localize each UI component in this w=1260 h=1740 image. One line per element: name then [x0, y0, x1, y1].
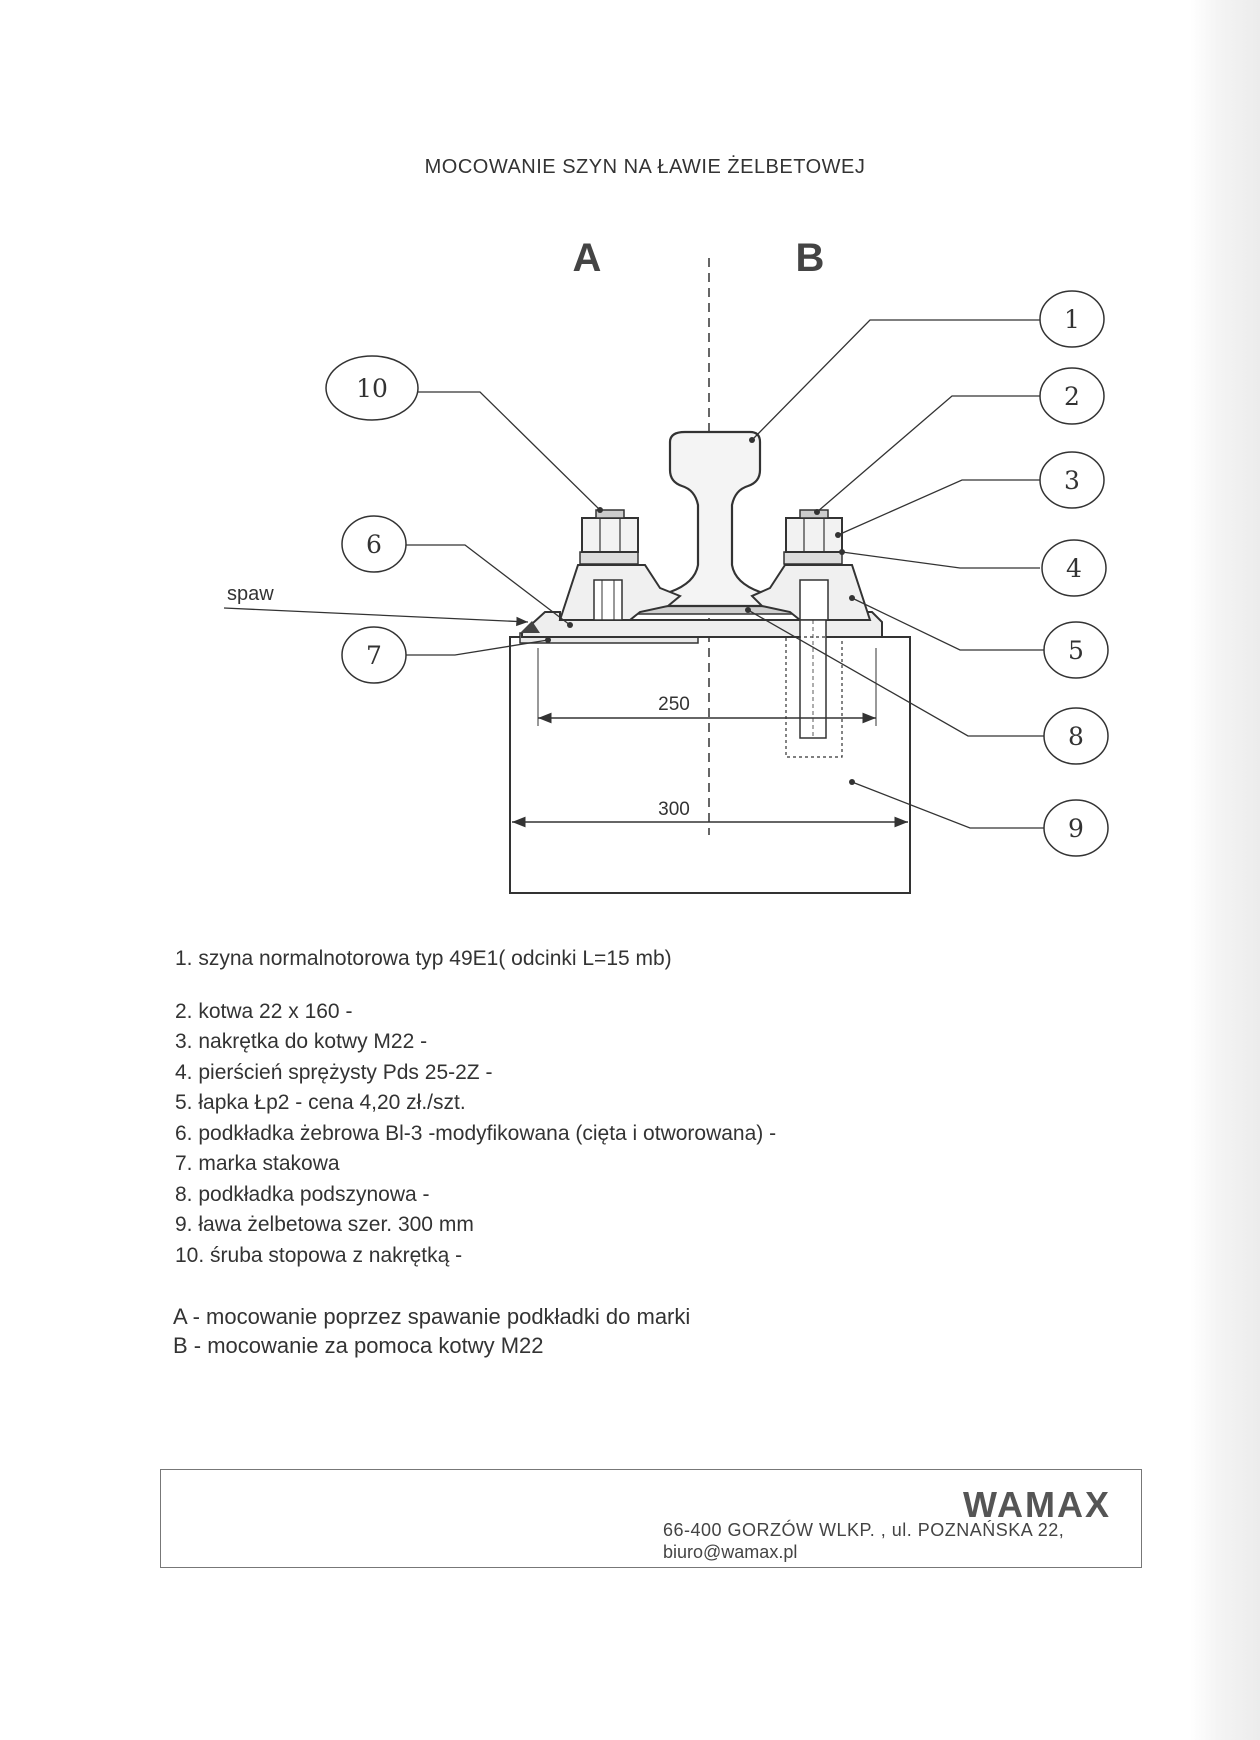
legend-item: 5. łapka Łp2 - cena 4,20 zł./szt. [175, 1091, 466, 1114]
leader-2 [816, 395, 1040, 513]
leader-8 [747, 609, 1045, 737]
legend-item: 6. podkładka żebrowa Bl-3 -modyfikowana … [175, 1121, 777, 1145]
callout-9-bubble [1043, 799, 1109, 857]
left-bolt-tip [595, 509, 625, 519]
right-bolt-tip [799, 509, 829, 519]
leader-6 [405, 544, 571, 626]
legend-item: 1. szyna normalnotorowa typ 49E1( odcink… [175, 947, 672, 970]
callout-4-bubble [1041, 539, 1107, 597]
weld-label: spaw [227, 583, 274, 605]
callout-3-label: 3 [1064, 466, 1080, 495]
callout-10-label: 10 [356, 374, 388, 403]
concrete-bench [509, 636, 911, 894]
legend-item: 7. marka stakowa [175, 1152, 340, 1175]
legend-item: 10. śruba stopowa z nakrętką - [175, 1243, 463, 1267]
note-b: B - mocowanie za pomoca kotwy M22 [173, 1333, 544, 1358]
dim-300-label: 300 [658, 799, 690, 820]
callout-5-bubble [1043, 621, 1109, 679]
legend-item: 3. nakrętka do kotwy M22 - [175, 1030, 428, 1053]
left-nut [581, 517, 639, 553]
callout-7-bubble [341, 626, 407, 684]
left-clip-slot [593, 579, 623, 621]
page-title: MOCOWANIE SZYN NA ŁAWIE ŻELBETOWEJ [424, 156, 866, 178]
leader-1 [751, 319, 1040, 441]
section-a-label: A [573, 236, 602, 280]
right-nut [785, 517, 843, 553]
callout-9-label: 9 [1068, 814, 1084, 843]
company-logo: WAMAX [963, 1484, 1111, 1525]
legend-item: 2. kotwa 22 x 160 - [175, 999, 353, 1023]
legend-item: 4. pierścień sprężysty Pds 25-2Z - [175, 1060, 493, 1084]
callout-4-label: 4 [1066, 554, 1082, 583]
company-footer: WAMAX 66-400 GORZÓW WLKP. , ul. POZNAŃSK… [160, 1469, 1142, 1568]
note-a: A - mocowanie poprzez spawanie podkładki… [173, 1304, 691, 1329]
callout-6-label: 6 [366, 530, 382, 559]
weld-mark [520, 621, 540, 633]
section-b-label: B [796, 236, 825, 280]
parts-legend: 1. szyna normalnotorowa typ 49E1( odcink… [175, 944, 776, 1271]
anchor-hole [785, 636, 843, 758]
leader-3 [837, 479, 1040, 536]
callout-7-label: 7 [366, 641, 382, 670]
right-spring-washer [783, 551, 843, 565]
callout-1-label: 1 [1064, 305, 1080, 334]
callout-5-label: 5 [1068, 636, 1084, 665]
legend-item: 9. ława żelbetowa szer. 300 mm [175, 1213, 474, 1236]
left-spring-washer [579, 551, 639, 565]
weld-leader [223, 607, 529, 627]
company-email: biuro@wamax.pl [663, 1542, 798, 1562]
leader-7 [405, 639, 549, 656]
leader-4 [841, 551, 1040, 569]
callout-2-label: 2 [1064, 382, 1080, 411]
company-address: 66-400 GORZÓW WLKP. , ul. POZNAŃSKA 22, [663, 1520, 1065, 1540]
leader-5 [851, 597, 1045, 651]
callout-8-label: 8 [1068, 722, 1084, 751]
right-clip-slot [799, 579, 829, 621]
dim-250-label: 250 [658, 694, 690, 715]
leader-9 [851, 781, 1045, 829]
fastening-notes: A - mocowanie poprzez spawanie podkładki… [173, 1302, 690, 1360]
callout-10-bubble [325, 355, 419, 421]
legend-item: 8. podkładka podszynowa - [175, 1182, 430, 1206]
callout-1-bubble [1039, 290, 1105, 348]
callout-3-bubble [1039, 451, 1105, 509]
callout-8-bubble [1043, 707, 1109, 765]
leader-10 [412, 391, 601, 511]
callout-2-bubble [1039, 367, 1105, 425]
scan-page-edge [1190, 0, 1260, 1740]
callout-6-bubble [341, 515, 407, 573]
